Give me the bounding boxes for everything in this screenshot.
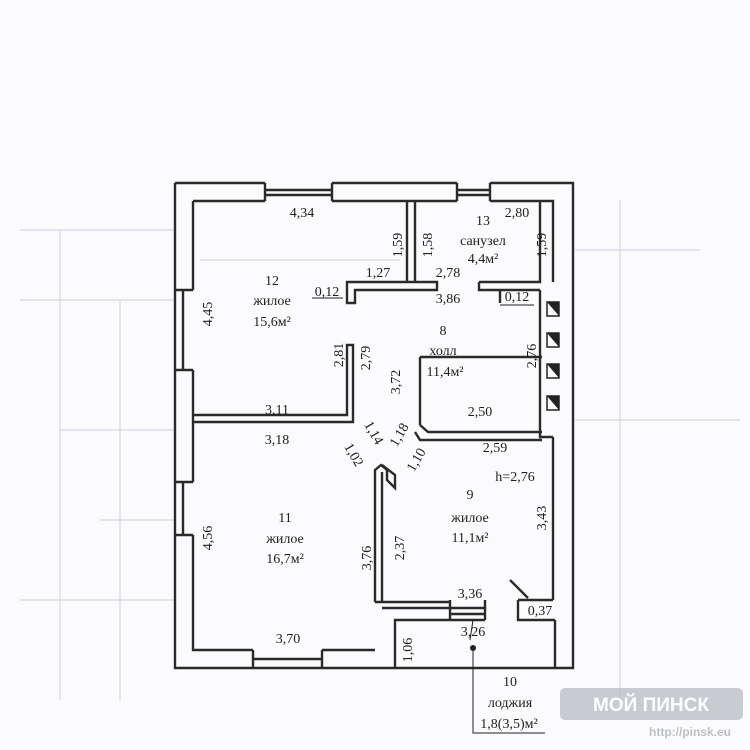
- room-name: жилое: [450, 511, 489, 526]
- dim: 4,56: [201, 526, 216, 551]
- watermark: МОЙ ПИНСК http://pinsk.eu: [560, 688, 743, 739]
- dim: 2,80: [505, 206, 530, 221]
- room-10-label: 10 лоджия 1,8(3,5)м²: [480, 675, 537, 732]
- room-area: 11,1м²: [451, 531, 488, 546]
- room-13-label: 13 санузел 4,4м²: [460, 214, 506, 267]
- room-8-label: 8 холл 11,4м²: [426, 324, 463, 380]
- ceiling-height: h=2,76: [495, 470, 534, 485]
- room-number: 8: [440, 324, 447, 339]
- room-area: 16,7м²: [266, 552, 304, 567]
- dim: 1,27: [366, 266, 391, 281]
- room-9-label: 9 жилое 11,1м²: [450, 488, 489, 546]
- dim: 3,70: [276, 632, 301, 647]
- vent-duct-icon: [546, 301, 560, 317]
- room-number: 9: [467, 488, 474, 503]
- room-area: 15,6м²: [253, 315, 291, 330]
- dim: 3,18: [265, 433, 290, 448]
- dim: 3,72: [389, 370, 404, 395]
- dim: 1,18: [387, 421, 412, 450]
- dim: 2,78: [436, 266, 461, 281]
- room-number: 12: [265, 274, 279, 289]
- loggia-leader: [470, 645, 545, 734]
- room-name: лоджия: [488, 696, 533, 711]
- watermark-logo: МОЙ ПИНСК: [593, 694, 709, 716]
- room-name: холл: [429, 344, 456, 359]
- room-number: 10: [503, 675, 517, 690]
- room-name: жилое: [252, 294, 291, 309]
- dim: 1,14: [360, 419, 385, 448]
- room-name: жилое: [265, 532, 304, 547]
- dimension-labels: 4,34 1,59 1,58 2,80 1,59 1,27 2,78 0,12 …: [201, 206, 552, 662]
- watermark-url: http://pinsk.eu: [649, 725, 731, 739]
- interior-walls: [193, 201, 557, 668]
- vent-duct-icon: [546, 395, 560, 411]
- room-name: санузел: [460, 234, 506, 249]
- dim: 4,45: [201, 302, 216, 327]
- room-area: 11,4м²: [426, 365, 463, 380]
- dim: 0,12: [505, 290, 530, 305]
- vent-duct-icon: [546, 332, 560, 348]
- dim: 1,10: [404, 446, 429, 475]
- room-number: 13: [476, 214, 490, 229]
- outer-walls: [173, 181, 575, 670]
- dim: 2,81: [332, 343, 347, 368]
- dim: 1,06: [401, 638, 416, 663]
- dim: 3,11: [265, 403, 289, 418]
- dim: 2,79: [359, 346, 374, 371]
- dim: 3,26: [461, 625, 486, 640]
- dim: 4,34: [290, 206, 315, 221]
- room-area: 1,8(3,5)м²: [480, 717, 537, 732]
- dim: 1,02: [340, 441, 365, 470]
- dim: 3,86: [436, 292, 461, 307]
- room-12-label: 12 жилое 15,6м²: [252, 274, 291, 330]
- dim: 2,59: [483, 441, 508, 456]
- dim: 0,12: [315, 285, 340, 300]
- dim: 1,58: [421, 233, 436, 258]
- dim: 3,36: [458, 587, 483, 602]
- vent-duct-icon: [546, 363, 560, 379]
- dim: 3,43: [535, 506, 550, 531]
- dim: 2,50: [468, 405, 493, 420]
- background-ghost-lines: [20, 200, 740, 700]
- dim: 2,76: [525, 344, 540, 369]
- room-number: 11: [278, 511, 291, 526]
- room-11-label: 11 жилое 16,7м²: [265, 511, 304, 567]
- room-area: 4,4м²: [468, 252, 499, 267]
- dim: 1,59: [391, 233, 406, 258]
- dim: 1,59: [535, 233, 550, 258]
- dim: 2,37: [393, 536, 408, 561]
- ventilation-ducts: [546, 301, 560, 411]
- dim: 3,76: [360, 546, 375, 571]
- dim: 0,37: [528, 604, 553, 619]
